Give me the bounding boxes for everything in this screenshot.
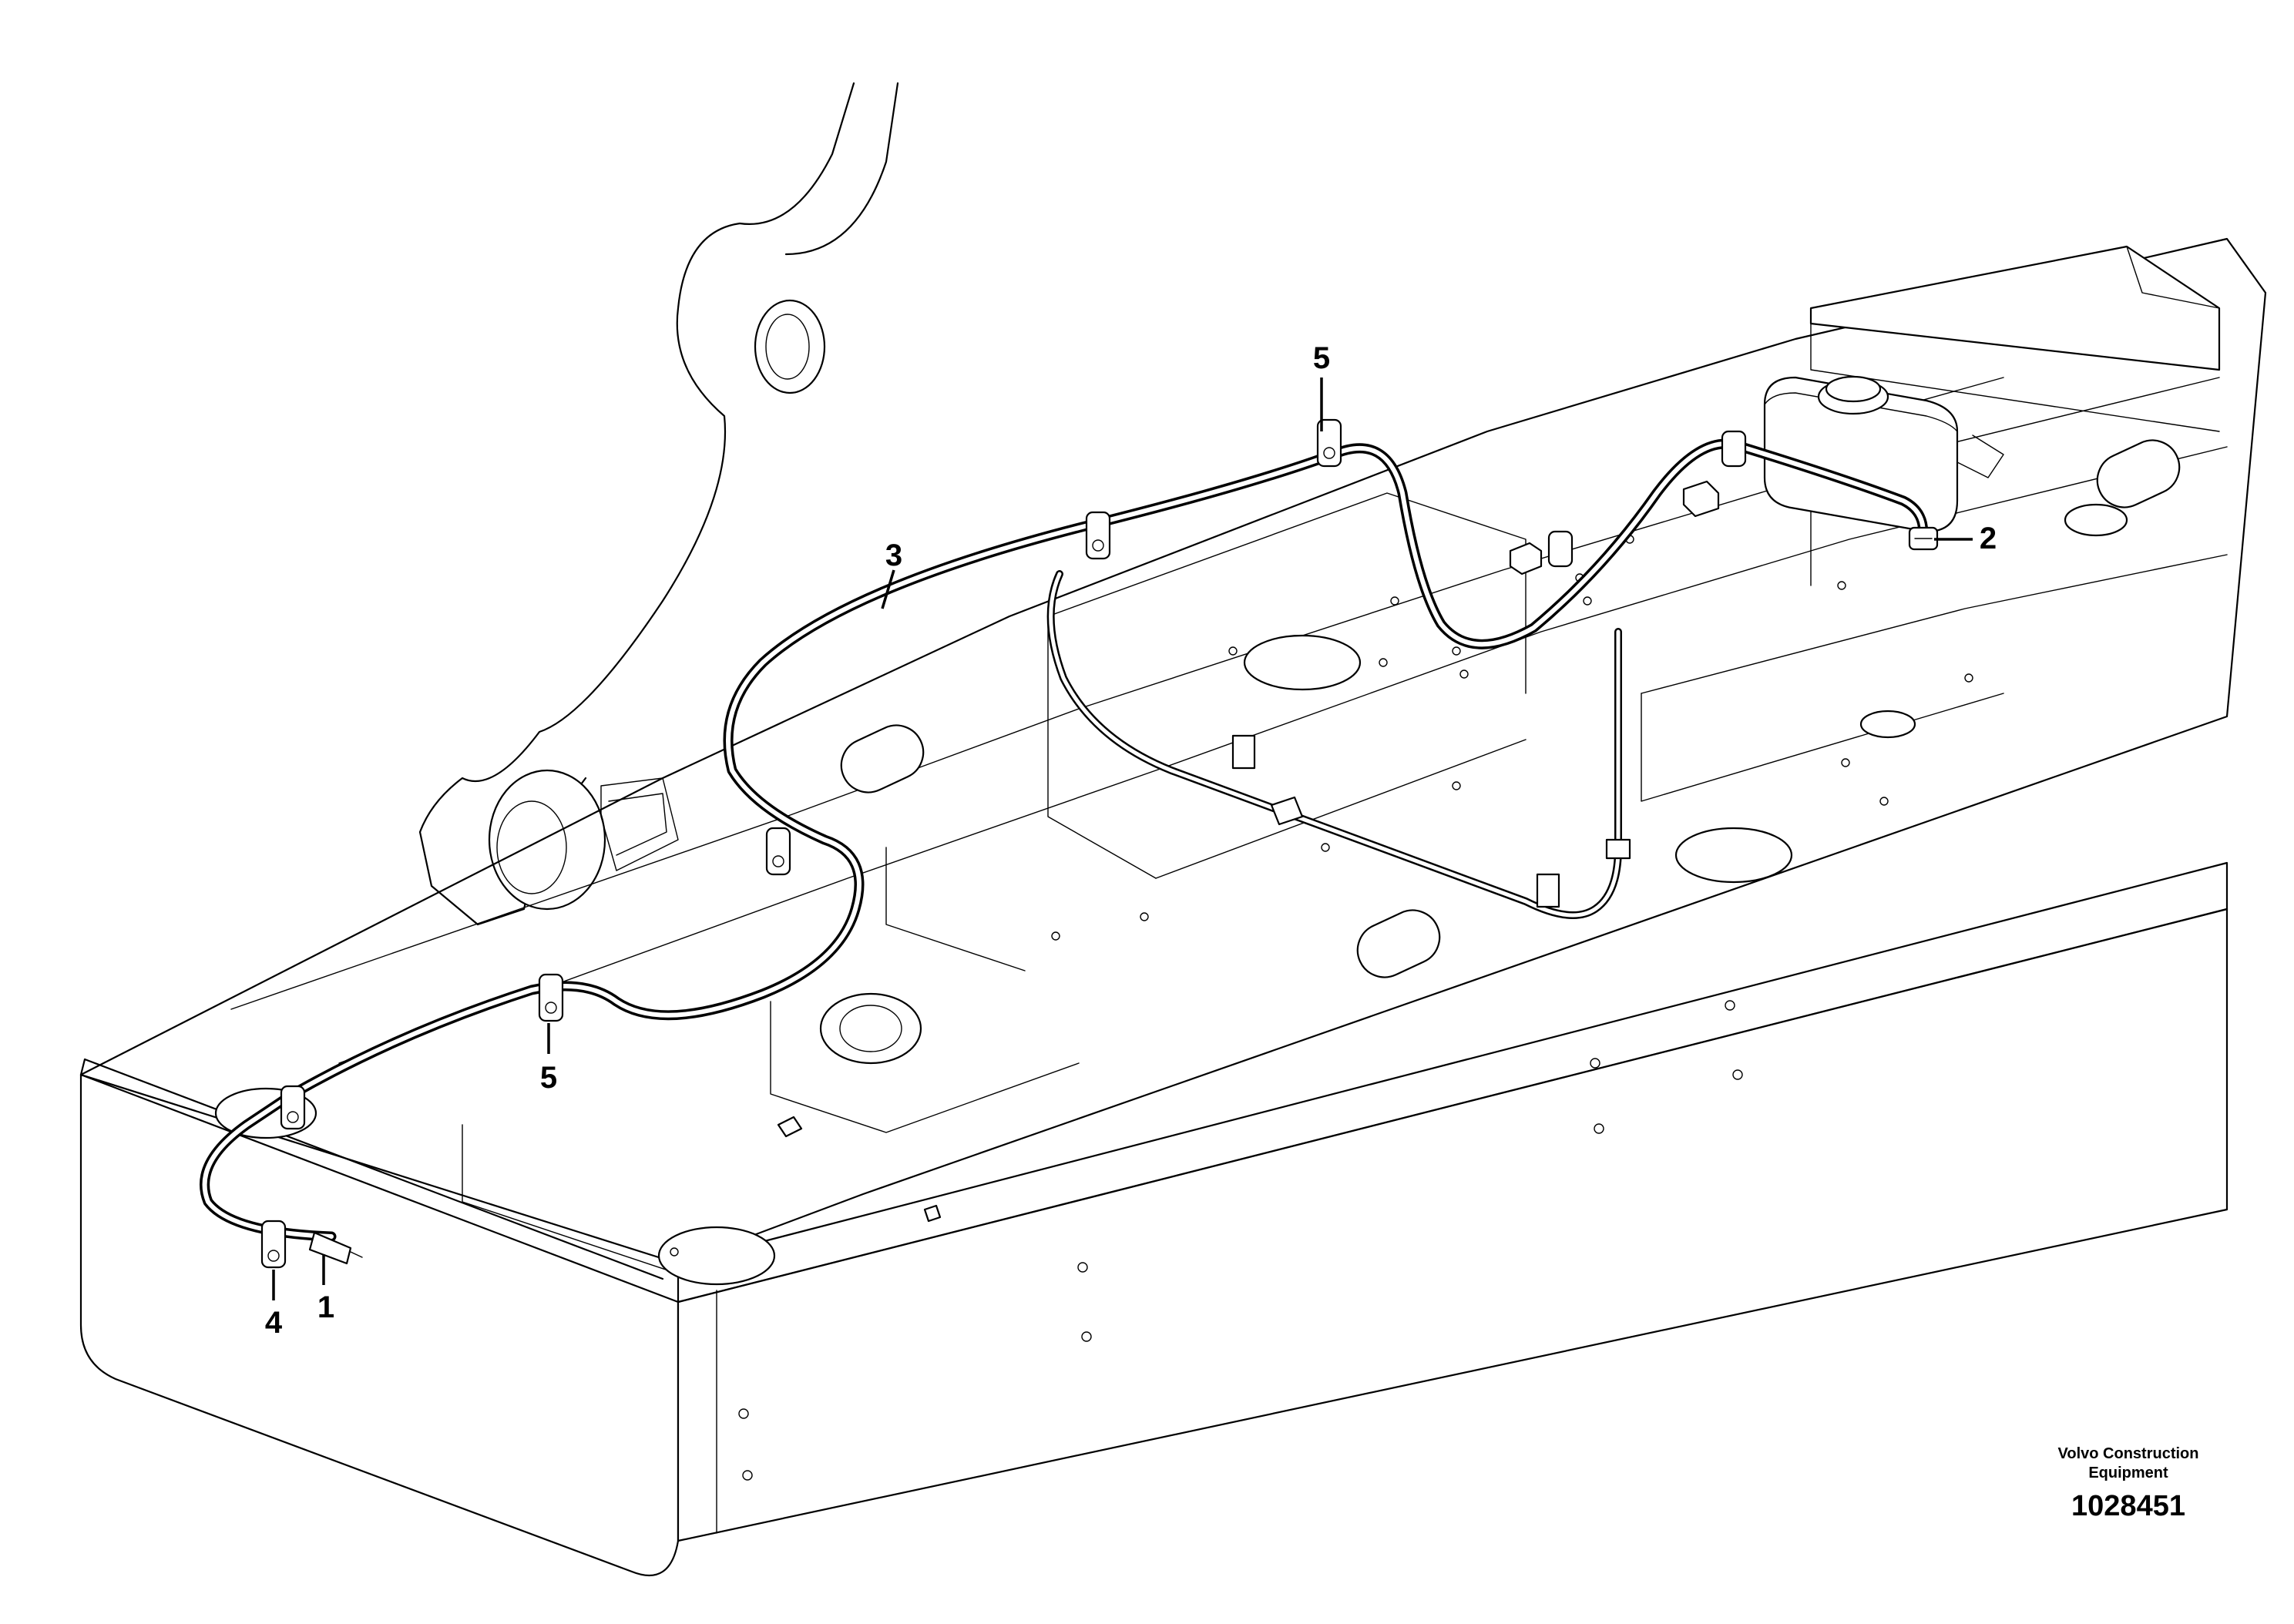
company-name-line1: Volvo Construction — [2058, 1445, 2199, 1462]
hose-clamps — [260, 418, 1747, 1269]
callout-5-bottom: 5 — [540, 1061, 557, 1095]
reservoir-tank — [1763, 375, 2004, 533]
callout-3: 3 — [885, 539, 902, 572]
clamp-front-left — [280, 1085, 306, 1130]
drawing-caption: Volvo Construction Equipment 1028451 — [2058, 1445, 2199, 1522]
clamp-upper-mid — [1085, 511, 1111, 560]
clamp-mid — [765, 827, 791, 876]
clamp-item-5-bottom — [538, 973, 564, 1022]
hose-assembly — [200, 438, 1929, 1242]
chassis-frame — [79, 237, 2267, 1577]
clamp-item-4 — [260, 1220, 287, 1269]
clamp-rear — [1547, 430, 1747, 568]
part-number: 1028451 — [2071, 1490, 2185, 1522]
company-name-line2: Equipment — [2088, 1465, 2168, 1481]
fitting-item-2 — [1908, 526, 1939, 551]
callout-2: 2 — [1980, 522, 1997, 555]
secondary-pipe — [1046, 570, 1631, 919]
callout-5-top: 5 — [1313, 341, 1330, 375]
callout-1: 1 — [317, 1290, 334, 1324]
fitting-item-1 — [308, 1231, 363, 1265]
leader-lines — [272, 377, 1973, 1300]
deck-brackets — [777, 480, 1720, 1223]
side-bolt-holes — [670, 535, 1973, 1481]
callout-4: 4 — [265, 1306, 283, 1340]
boom-foot-outline — [418, 82, 899, 926]
clamp-item-5-top — [1316, 418, 1342, 468]
